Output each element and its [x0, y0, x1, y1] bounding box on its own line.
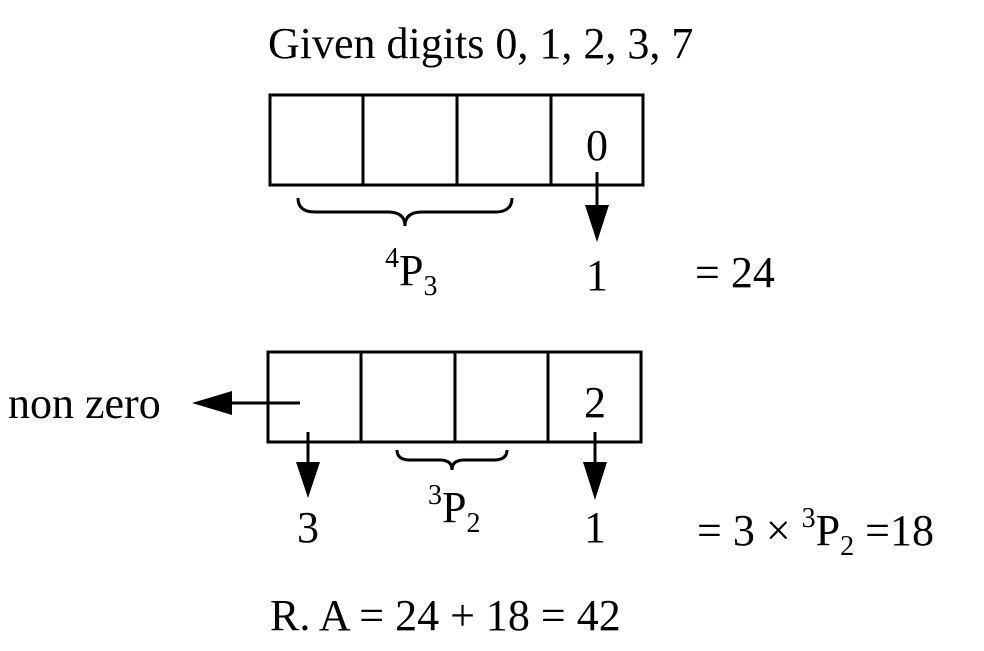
- case2-first-value: 3: [297, 503, 319, 552]
- case1-last-digit: 0: [586, 121, 608, 170]
- case1-result: = 24: [695, 248, 775, 297]
- title: Given digits 0, 1, 2, 3, 7: [268, 19, 693, 68]
- case2-last-down-arrow-icon: [583, 432, 607, 500]
- case2-first-down-arrow-icon: [296, 432, 320, 498]
- case1-brace-label: 4P3: [385, 243, 437, 302]
- case2-left-arrow-icon: [192, 391, 300, 415]
- case2-brace-label: 3P2: [428, 480, 480, 539]
- case2-result: = 3 × 3P2 =18: [697, 503, 934, 562]
- case1-brace: [296, 197, 514, 227]
- case2-last-digit: 2: [584, 378, 606, 427]
- case1-boxes: [268, 93, 645, 187]
- case2-boxes: [266, 350, 643, 444]
- final-answer: R. A = 24 + 18 = 42: [270, 591, 621, 640]
- case1-arrow-value: 1: [586, 251, 608, 300]
- case2-arrow-value: 1: [584, 503, 606, 552]
- case2-brace: [395, 449, 509, 471]
- case2-first-note: non zero: [8, 379, 161, 428]
- case1-down-arrow-icon: [585, 172, 609, 242]
